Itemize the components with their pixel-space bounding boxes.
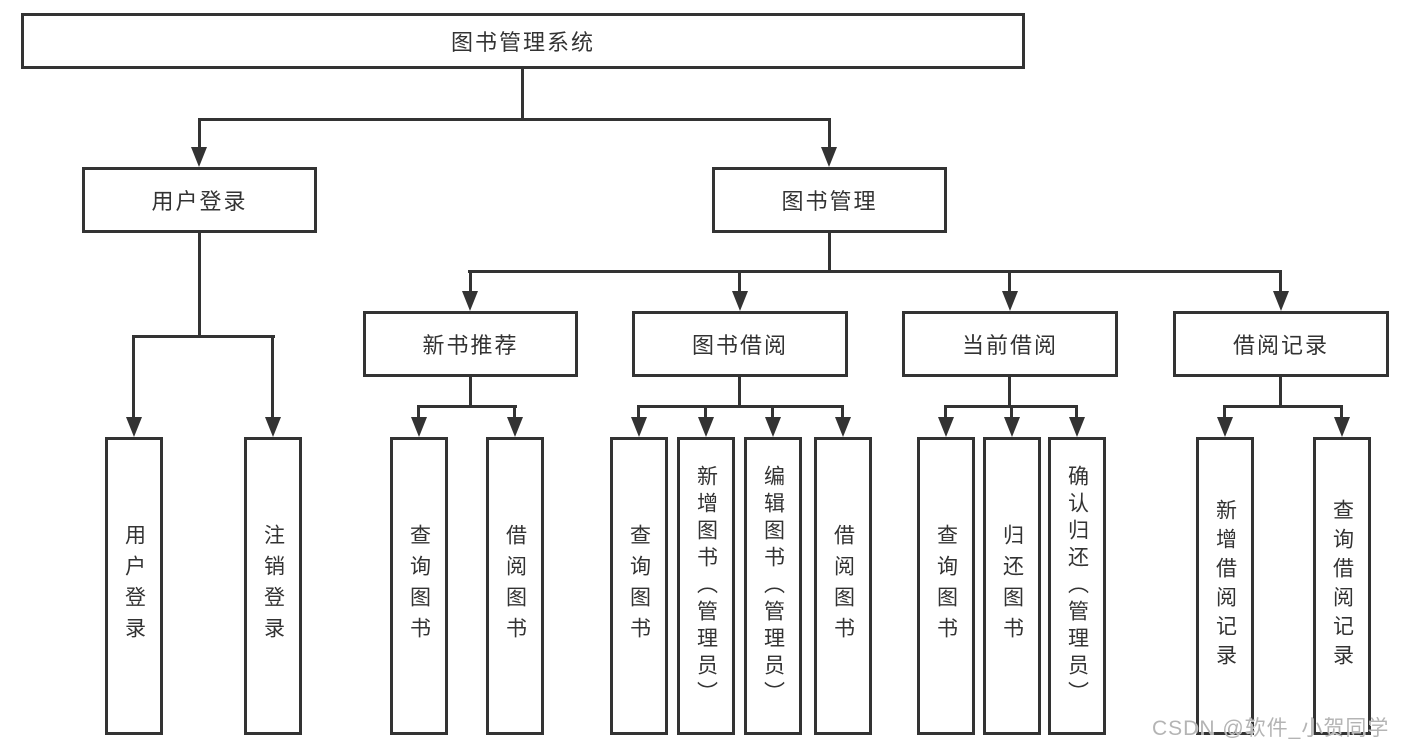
connector-borrowing-records-stem bbox=[1279, 377, 1282, 408]
connector-drop-user-login bbox=[198, 118, 201, 148]
arrowhead-query-borrow-record bbox=[1334, 417, 1350, 437]
arrowhead-query-books-recommend bbox=[411, 417, 427, 437]
leaf-logout-label: 注销登录 bbox=[261, 524, 285, 648]
arrowhead-leaf-logout bbox=[265, 417, 281, 437]
connector-drop-add-borrow-record bbox=[1223, 405, 1226, 417]
leaf-query-books-current: 查询图书 bbox=[917, 437, 975, 735]
connector-book-management-bus bbox=[468, 270, 1282, 273]
arrowhead-borrow-books bbox=[835, 417, 851, 437]
connector-new-book-recommend-bus bbox=[417, 405, 517, 408]
node-current-borrowing-label: 当前借阅 bbox=[961, 333, 1058, 358]
connector-drop-borrow-books bbox=[841, 405, 844, 417]
connector-drop-add-books-admin bbox=[704, 405, 707, 417]
node-borrowing-records-label: 借阅记录 bbox=[1232, 333, 1329, 358]
connector-new-book-recommend-stem bbox=[469, 377, 472, 408]
connector-borrowing-records-bus bbox=[1223, 405, 1343, 408]
node-book-borrowing: 图书借阅 bbox=[632, 311, 848, 377]
connector-drop-leaf-logout bbox=[271, 335, 274, 417]
leaf-confirm-return-admin: 确认归还（管理员） bbox=[1048, 437, 1106, 735]
leaf-logout: 注销登录 bbox=[244, 437, 302, 735]
leaf-borrow-books-recommend: 借阅图书 bbox=[486, 437, 544, 735]
connector-drop-query-books-borrowing bbox=[637, 405, 640, 417]
connector-drop-query-books-current bbox=[944, 405, 947, 417]
leaf-edit-books-admin-label: 编辑图书（管理员） bbox=[761, 464, 785, 708]
arrowhead-borrowing-records bbox=[1273, 291, 1289, 311]
arrowhead-new-book-recommend bbox=[462, 291, 478, 311]
arrowhead-query-books-current bbox=[938, 417, 954, 437]
arrowhead-edit-books-admin bbox=[765, 417, 781, 437]
leaf-borrow-books: 借阅图书 bbox=[814, 437, 872, 735]
leaf-query-books-recommend: 查询图书 bbox=[390, 437, 448, 735]
arrowhead-current-borrowing bbox=[1002, 291, 1018, 311]
arrowhead-book-borrowing bbox=[732, 291, 748, 311]
node-book-management-label: 图书管理 bbox=[781, 189, 878, 214]
csdn-watermark: CSDN @软件_小贺同学 bbox=[1152, 717, 1390, 740]
leaf-return-books-label: 归还图书 bbox=[1000, 524, 1024, 648]
leaf-user-login: 用户登录 bbox=[105, 437, 163, 735]
leaf-borrow-books-recommend-label: 借阅图书 bbox=[503, 524, 527, 648]
node-user-login-label: 用户登录 bbox=[151, 189, 248, 214]
leaf-user-login-label: 用户登录 bbox=[122, 524, 146, 648]
node-new-book-recommend-label: 新书推荐 bbox=[422, 333, 519, 358]
leaf-query-books-recommend-label: 查询图书 bbox=[407, 524, 431, 648]
arrowhead-leaf-user-login bbox=[126, 417, 142, 437]
connector-book-management-stem bbox=[828, 233, 831, 272]
node-root: 图书管理系统 bbox=[21, 13, 1025, 69]
connector-user-login-bus bbox=[132, 335, 275, 338]
connector-drop-new-book-recommend bbox=[469, 270, 472, 291]
arrowhead-add-books-admin bbox=[698, 417, 714, 437]
leaf-query-borrow-record: 查询借阅记录 bbox=[1313, 437, 1371, 735]
leaf-return-books: 归还图书 bbox=[983, 437, 1041, 735]
node-root-label: 图书管理系统 bbox=[450, 30, 595, 55]
node-book-borrowing-label: 图书借阅 bbox=[691, 333, 788, 358]
arrowhead-query-books-borrowing bbox=[631, 417, 647, 437]
connector-drop-edit-books-admin bbox=[771, 405, 774, 417]
connector-drop-query-books-recommend bbox=[417, 405, 420, 417]
connector-drop-query-borrow-record bbox=[1340, 405, 1343, 417]
leaf-query-borrow-record-label: 查询借阅记录 bbox=[1330, 499, 1354, 673]
arrowhead-user-login bbox=[191, 147, 207, 167]
leaf-confirm-return-admin-label: 确认归还（管理员） bbox=[1065, 464, 1089, 708]
node-book-management: 图书管理 bbox=[712, 167, 947, 233]
connector-drop-borrowing-records bbox=[1279, 270, 1282, 291]
connector-drop-book-management bbox=[828, 118, 831, 148]
arrowhead-add-borrow-record bbox=[1217, 417, 1233, 437]
node-borrowing-records: 借阅记录 bbox=[1173, 311, 1389, 377]
connector-book-borrowing-stem bbox=[738, 377, 741, 408]
arrowhead-borrow-books-recommend bbox=[507, 417, 523, 437]
leaf-add-borrow-record: 新增借阅记录 bbox=[1196, 437, 1254, 735]
node-current-borrowing: 当前借阅 bbox=[902, 311, 1118, 377]
node-new-book-recommend: 新书推荐 bbox=[363, 311, 578, 377]
connector-current-borrowing-stem bbox=[1008, 377, 1011, 408]
connector-drop-confirm-return-admin bbox=[1075, 405, 1078, 417]
leaf-query-books-borrowing-label: 查询图书 bbox=[627, 524, 651, 648]
leaf-borrow-books-label: 借阅图书 bbox=[831, 524, 855, 648]
connector-user-login-stem bbox=[198, 233, 201, 338]
connector-root-bus bbox=[198, 118, 831, 121]
leaf-edit-books-admin: 编辑图书（管理员） bbox=[744, 437, 802, 735]
connector-drop-return-books bbox=[1010, 405, 1013, 417]
leaf-add-books-admin-label: 新增图书（管理员） bbox=[694, 464, 718, 708]
connector-drop-borrow-books-recommend bbox=[513, 405, 516, 417]
leaf-add-borrow-record-label: 新增借阅记录 bbox=[1213, 499, 1237, 673]
connector-root-stem bbox=[521, 68, 524, 120]
arrowhead-return-books bbox=[1004, 417, 1020, 437]
connector-drop-current-borrowing bbox=[1008, 270, 1011, 291]
connector-drop-book-borrowing bbox=[738, 270, 741, 291]
connector-book-borrowing-bus bbox=[637, 405, 844, 408]
arrowhead-book-management bbox=[821, 147, 837, 167]
leaf-add-books-admin: 新增图书（管理员） bbox=[677, 437, 735, 735]
leaf-query-books-current-label: 查询图书 bbox=[934, 524, 958, 648]
leaf-query-books-borrowing: 查询图书 bbox=[610, 437, 668, 735]
node-user-login: 用户登录 bbox=[82, 167, 317, 233]
arrowhead-confirm-return-admin bbox=[1069, 417, 1085, 437]
connector-drop-leaf-user-login bbox=[132, 335, 135, 417]
